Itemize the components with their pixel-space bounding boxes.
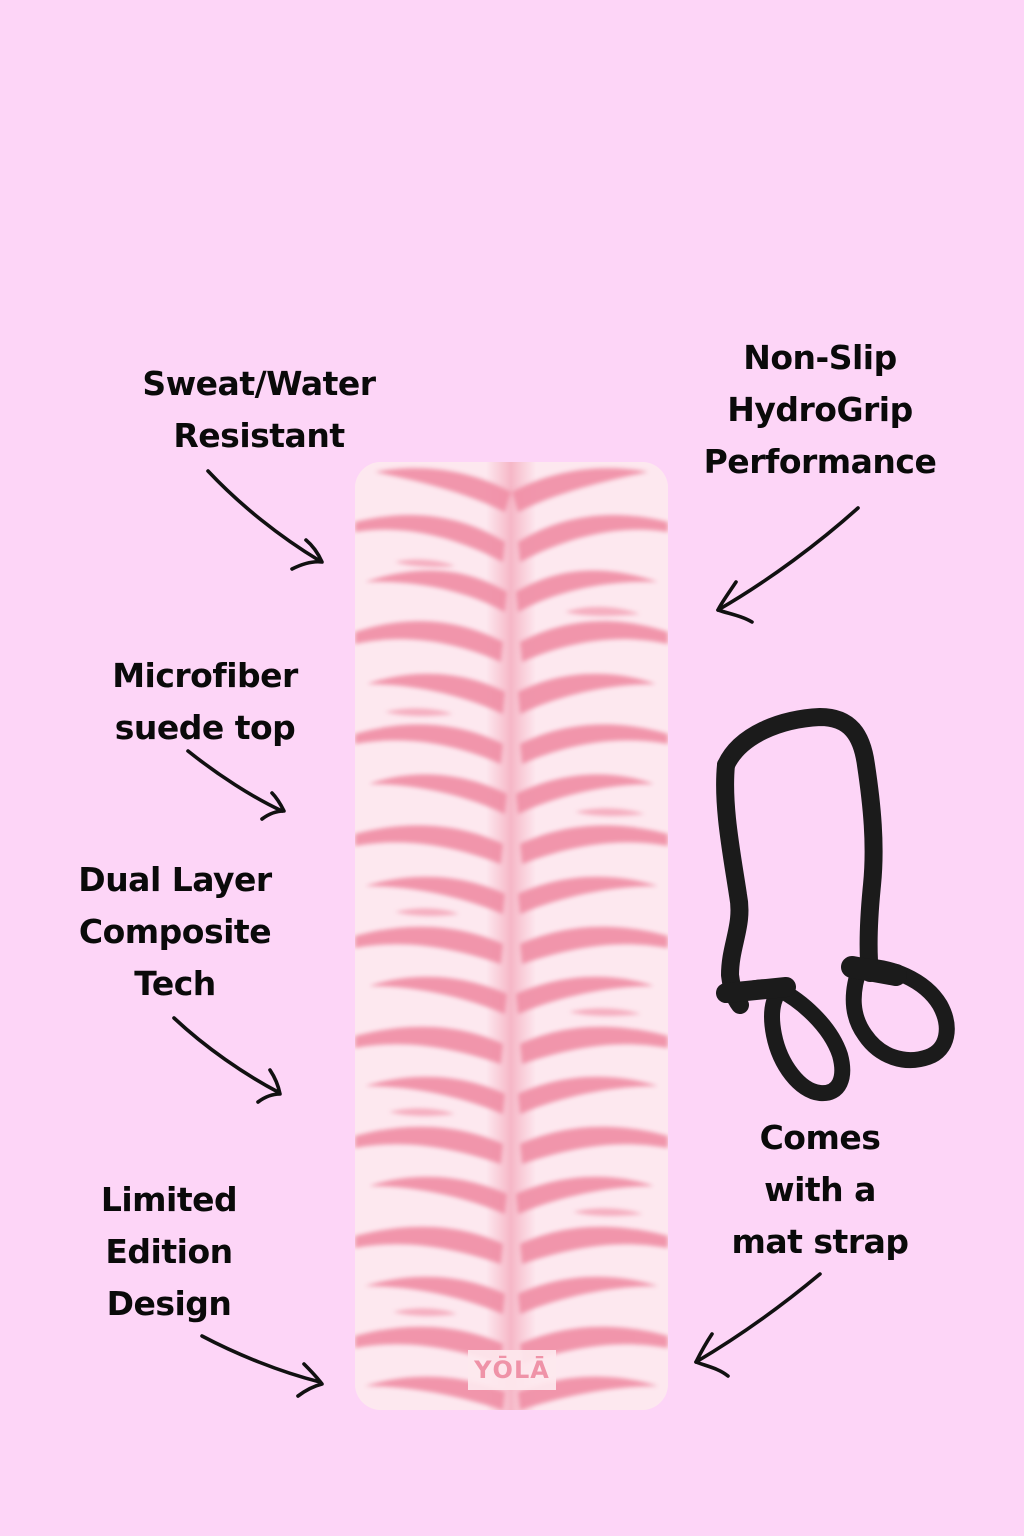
- feature-label-dual-layer-composite-tech: Dual Layer Composite Tech: [60, 854, 290, 1010]
- feature-line: Performance: [703, 442, 937, 481]
- arrow-down-left-icon: [694, 1272, 822, 1378]
- mat-strap-image: [716, 708, 955, 1102]
- feature-label-non-slip-hydrogrip: Non-Slip HydroGrip Performance: [690, 332, 950, 488]
- feature-line: Dual Layer: [78, 860, 272, 899]
- feature-label-sweat-water-resistant: Sweat/Water Resistant: [120, 358, 398, 462]
- feature-line: Edition: [105, 1232, 233, 1271]
- feature-line: HydroGrip: [727, 390, 913, 429]
- feature-line: Composite: [78, 912, 272, 951]
- brand-logo: YŌLĀ: [468, 1350, 556, 1390]
- yoga-mat-image: YŌLĀ: [355, 462, 668, 1410]
- arrow-down-right-icon: [172, 1016, 282, 1104]
- feature-label-limited-edition-design: Limited Edition Design: [84, 1174, 254, 1330]
- arrow-down-right-icon: [206, 469, 324, 571]
- feature-line: with a: [764, 1170, 876, 1209]
- feature-label-microfiber-suede-top: Microfiber suede top: [92, 650, 318, 754]
- feature-line: Resistant: [173, 416, 345, 455]
- arrow-right-icon: [200, 1334, 324, 1398]
- arrow-down-left-icon: [716, 506, 860, 624]
- feature-line: Tech: [134, 964, 216, 1003]
- feature-line: suede top: [114, 708, 296, 747]
- feature-line: Comes: [759, 1118, 881, 1157]
- feature-line: mat strap: [731, 1222, 910, 1261]
- tiger-stripe-pattern: [355, 462, 668, 1410]
- feature-line: Limited: [100, 1180, 238, 1219]
- feature-line: Design: [106, 1284, 232, 1323]
- feature-label-mat-strap: Comes with a mat strap: [712, 1112, 928, 1268]
- feature-line: Microfiber: [112, 656, 298, 695]
- feature-line: Sweat/Water: [142, 364, 376, 403]
- feature-line: Non-Slip: [743, 338, 897, 377]
- arrow-down-right-icon: [186, 749, 286, 821]
